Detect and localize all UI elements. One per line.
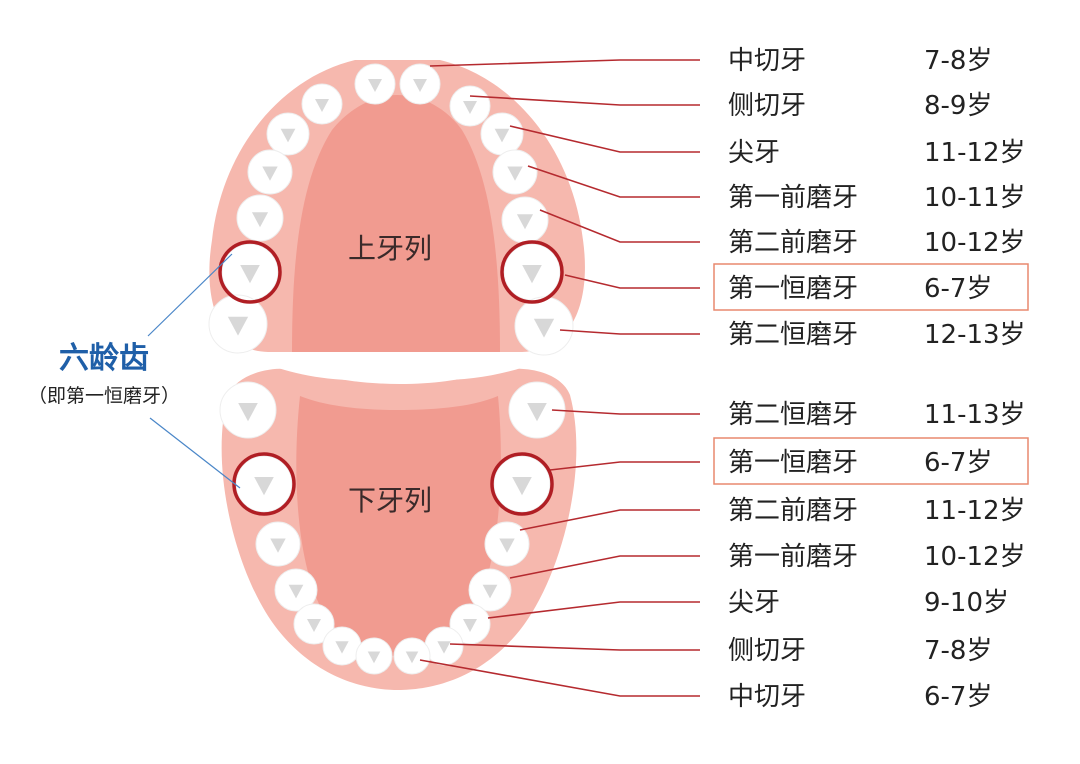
leader-lines	[419, 59, 700, 697]
six-year-molar-ring	[490, 452, 554, 516]
lower-eruption-age: 6-7岁	[924, 682, 992, 712]
upper-tooth	[501, 196, 549, 244]
lower-tooth	[493, 455, 551, 513]
lower-tooth	[322, 626, 362, 666]
upper-eruption-age: 6-7岁	[924, 274, 992, 304]
lower-arch-label: 下牙列	[348, 484, 432, 517]
six-year-molar-subtitle: （即第一恒磨牙）	[28, 385, 180, 407]
upper-tooth	[399, 63, 441, 105]
lower-tooth	[508, 381, 566, 439]
upper-eruption-age: 10-12岁	[924, 228, 1026, 258]
upper-tooth	[247, 149, 293, 195]
lower-tooth-name: 尖牙	[728, 588, 780, 618]
six-year-molar-ring	[218, 240, 282, 304]
upper-leader-line	[539, 209, 700, 243]
upper-tooth-name: 侧切牙	[728, 91, 806, 121]
lower-tooth	[293, 603, 335, 645]
lower-tooth	[484, 521, 530, 567]
lower-eruption-age: 10-12岁	[924, 542, 1026, 572]
upper-tooth-name: 第二前磨牙	[728, 228, 858, 258]
lower-tooth-name: 第一恒磨牙	[728, 448, 858, 478]
lower-leader-line	[449, 643, 700, 651]
upper-tooth	[492, 149, 538, 195]
upper-leader-line	[564, 274, 700, 289]
lower-tooth	[255, 521, 301, 567]
lower-tooth-name: 第二前磨牙	[728, 496, 858, 526]
upper-leader-line	[509, 125, 700, 153]
upper-eruption-age: 8-9岁	[924, 91, 992, 121]
lower-tongue-area	[296, 396, 501, 656]
left-callout-line-upper	[147, 253, 233, 337]
upper-eruption-age: 12-13岁	[924, 320, 1026, 350]
lower-tooth-name: 第二恒磨牙	[728, 400, 858, 430]
lower-tooth-name: 第一前磨牙	[728, 542, 858, 572]
upper-leader-line	[559, 329, 700, 335]
upper-tooth	[480, 112, 524, 156]
upper-tooth-name: 尖牙	[728, 138, 780, 168]
upper-tooth	[514, 296, 574, 356]
lower-leader-line	[519, 509, 700, 531]
upper-tooth	[503, 243, 561, 301]
upper-tooth-name: 第一前磨牙	[728, 183, 858, 213]
upper-tooth	[221, 243, 279, 301]
lower-leader-line	[551, 409, 700, 415]
mouth-gap	[262, 353, 538, 381]
lower-eruption-age: 9-10岁	[924, 588, 1009, 618]
upper-arch-label: 上牙列	[348, 232, 432, 265]
upper-eruption-age: 7-8岁	[924, 46, 992, 76]
lower-eruption-age: 11-13岁	[924, 400, 1026, 430]
upper-tooth-name: 第二恒磨牙	[728, 320, 858, 350]
six-year-molar-ring	[500, 240, 564, 304]
lower-tooth-name: 侧切牙	[728, 636, 806, 666]
upper-tooth	[301, 83, 343, 125]
lower-eruption-age: 7-8岁	[924, 636, 992, 666]
lower-tooth	[355, 637, 393, 675]
six-year-molar-title: 六龄齿	[59, 341, 149, 376]
upper-leader-line	[469, 95, 700, 106]
lower-teeth	[219, 381, 566, 675]
lower-eruption-age: 6-7岁	[924, 448, 992, 478]
upper-teeth	[208, 63, 574, 356]
upper-tooth	[354, 63, 396, 105]
upper-tooth	[208, 294, 268, 354]
lower-tooth	[235, 455, 293, 513]
lower-tooth	[274, 568, 318, 612]
lower-tooth	[424, 626, 464, 666]
lower-tooth-name: 中切牙	[728, 682, 806, 712]
lower-highlight-box	[713, 437, 1029, 485]
lower-leader-line	[487, 601, 700, 619]
upper-tooth	[236, 194, 284, 242]
upper-tooth	[266, 112, 310, 156]
left-callout-line-lower	[149, 417, 241, 489]
lower-leader-line	[549, 461, 700, 471]
upper-eruption-age: 10-11岁	[924, 183, 1026, 213]
upper-highlight-box	[713, 263, 1029, 311]
lower-eruption-age: 11-12岁	[924, 496, 1026, 526]
upper-tooth-name: 第一恒磨牙	[728, 274, 858, 304]
lower-tooth	[393, 637, 431, 675]
lower-tooth	[219, 381, 277, 439]
upper-palate	[292, 95, 500, 352]
upper-tooth	[449, 85, 491, 127]
upper-eruption-age: 11-12岁	[924, 138, 1026, 168]
upper-leader-line	[429, 59, 700, 67]
upper-tooth-name: 中切牙	[728, 46, 806, 76]
upper-leader-line	[527, 165, 700, 198]
lower-leader-line	[419, 659, 700, 697]
lower-leader-line	[509, 555, 700, 579]
lower-tooth	[468, 568, 512, 612]
